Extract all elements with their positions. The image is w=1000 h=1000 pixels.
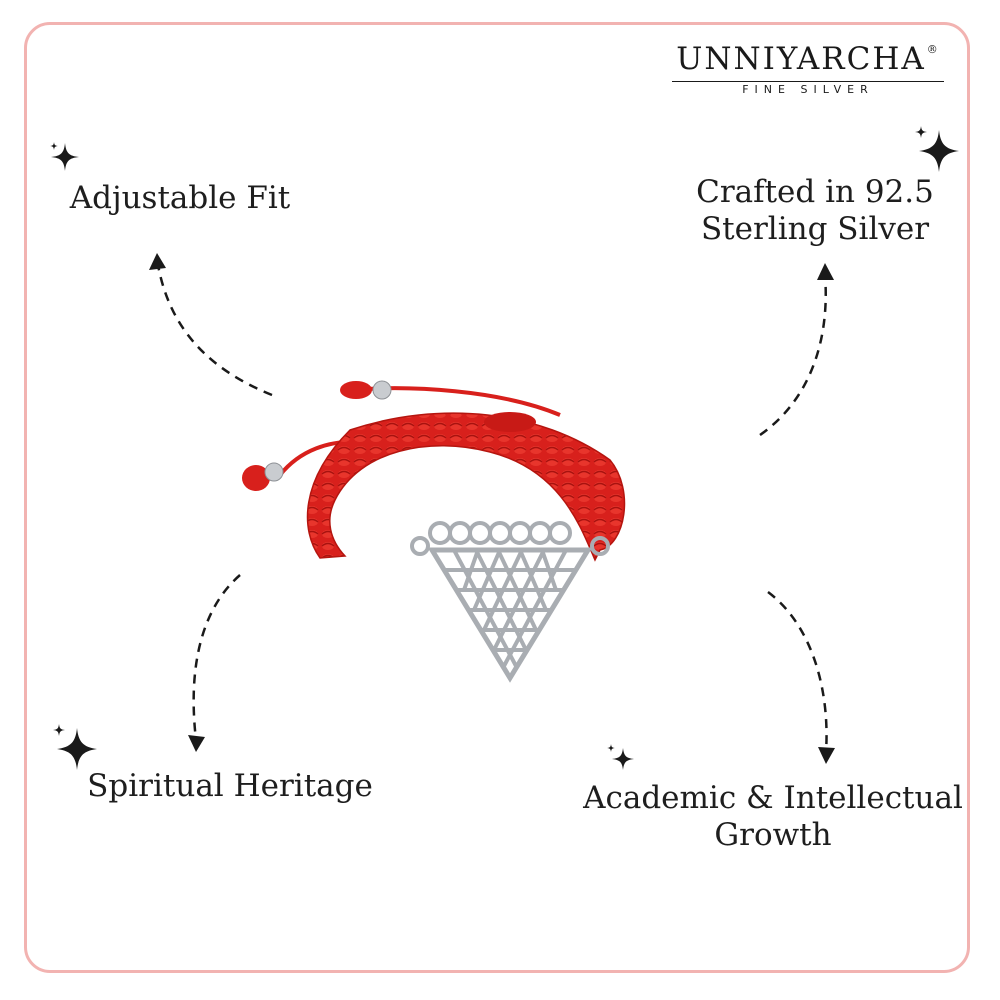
card-frame [24,22,970,973]
sparkle-icon [50,142,79,171]
arrow-icon [759,274,827,437]
sparkle-icon [915,126,959,172]
cord-end [242,465,270,491]
brand-logo: UNNIYARCHA® FINE SILVER [672,44,944,95]
band-knot [484,412,536,432]
cord-end [340,381,372,399]
feature-academic-line1: Academic & Intellectual [583,780,963,816]
arrow-icon [767,591,828,753]
arrow-icon [149,253,166,270]
arrow-icon [818,747,835,764]
arrow-icon [188,735,205,752]
brand-divider [672,81,944,82]
brand-tagline: FINE SILVER [742,83,874,96]
feature-adjustable-fit: Adjustable Fit [69,180,291,216]
feature-crafted-line1: Crafted in 92.5 [696,174,934,210]
arrow-icon [192,574,241,741]
feature-crafted-line2: Sterling Silver [700,211,930,248]
feature-academic-line2: Growth [714,817,832,854]
feature-spiritual-heritage: Spiritual Heritage [87,768,373,804]
feature-academic-growth: Academic & Intellectual Growth [568,780,978,854]
arrow-icon [817,263,834,280]
brand-name: UNNIYARCHA® [676,41,940,77]
arrow-icon [156,264,273,397]
woven-band [306,412,626,562]
sparkle-icon [607,744,634,770]
sparkle-icon [53,724,97,770]
feature-crafted-silver: Crafted in 92.5 Sterling Silver [690,174,940,248]
registered-mark: ® [926,43,940,56]
silver-bead [372,380,392,400]
bracelet-image [242,380,626,683]
silver-bead [264,462,284,482]
silver-pendant [410,521,610,683]
